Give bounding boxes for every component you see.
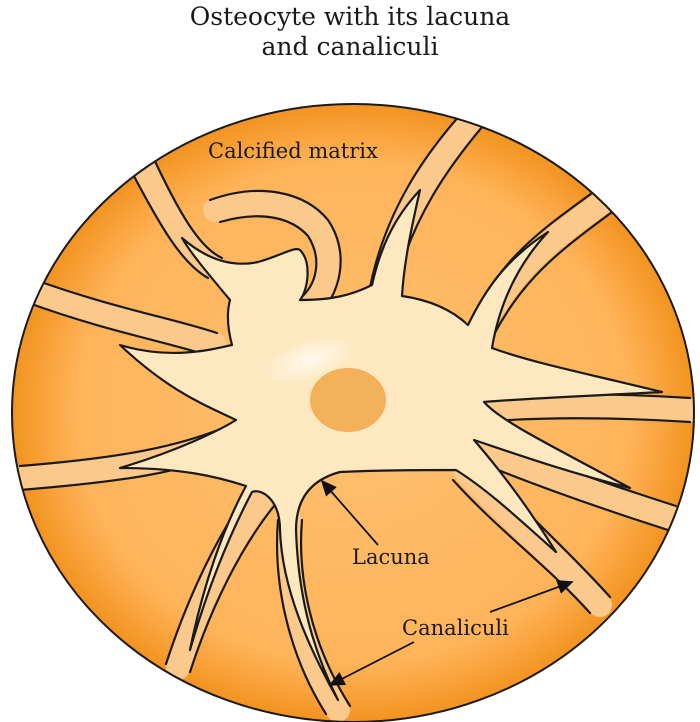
nucleus [310,368,386,432]
label-lacuna: Lacuna [352,545,430,569]
canaliculus-right-middle [468,394,694,422]
title-line-2: and canaliculi [261,32,439,61]
canaliculus-right-lower [458,433,684,530]
canaliculus-top-left-loop [203,190,341,322]
osteocyte-cell [118,188,664,702]
label-canaliculi: Canaliculi [402,616,509,640]
arrow-lacuna [320,479,379,546]
diagram-title: Osteocyte with its lacuna and canaliculi [0,2,700,62]
title-line-1: Osteocyte with its lacuna [189,2,511,31]
matrix-outline [11,103,695,722]
arrow-canaliculi-left [328,641,415,686]
label-calcified-matrix: Calcified matrix [208,139,378,163]
canaliculus-left [16,278,227,357]
arrow-canaliculi-right [489,580,574,613]
